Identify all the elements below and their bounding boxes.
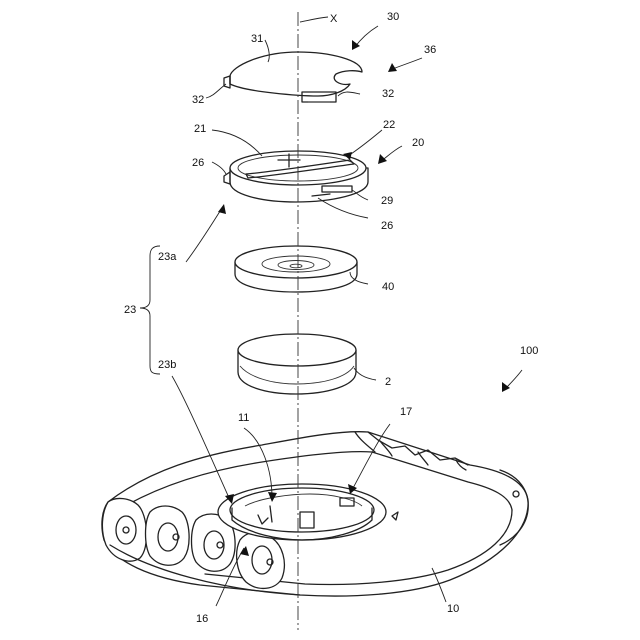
label-100: 100 (520, 345, 538, 357)
label-23a: 23a (158, 251, 177, 263)
label-32-left: 32 (192, 94, 204, 106)
label-11: 11 (238, 412, 249, 424)
label-23: 23 (124, 304, 136, 316)
top-cap (224, 52, 362, 102)
label-17: 17 (400, 406, 412, 418)
label-10: 10 (447, 603, 459, 615)
label-32-right: 32 (382, 88, 394, 100)
label-31: 31 (251, 33, 263, 45)
label-22: 22 (383, 119, 395, 131)
battery-cover (224, 151, 368, 202)
axis-label: X (330, 13, 338, 25)
label-16: 16 (196, 613, 208, 625)
label-36: 36 (424, 44, 436, 56)
label-2: 2 (385, 376, 391, 388)
battery-cell (238, 334, 356, 394)
label-40: 40 (382, 281, 394, 293)
label-20: 20 (412, 137, 424, 149)
label-29: 29 (381, 195, 393, 207)
label-23b: 23b (158, 359, 176, 371)
label-21: 21 (194, 123, 206, 135)
label-26-bottom: 26 (381, 220, 393, 232)
label-30: 30 (387, 11, 399, 23)
seal-ring (235, 246, 357, 292)
label-26-top: 26 (192, 157, 204, 169)
base-housing (102, 432, 528, 596)
